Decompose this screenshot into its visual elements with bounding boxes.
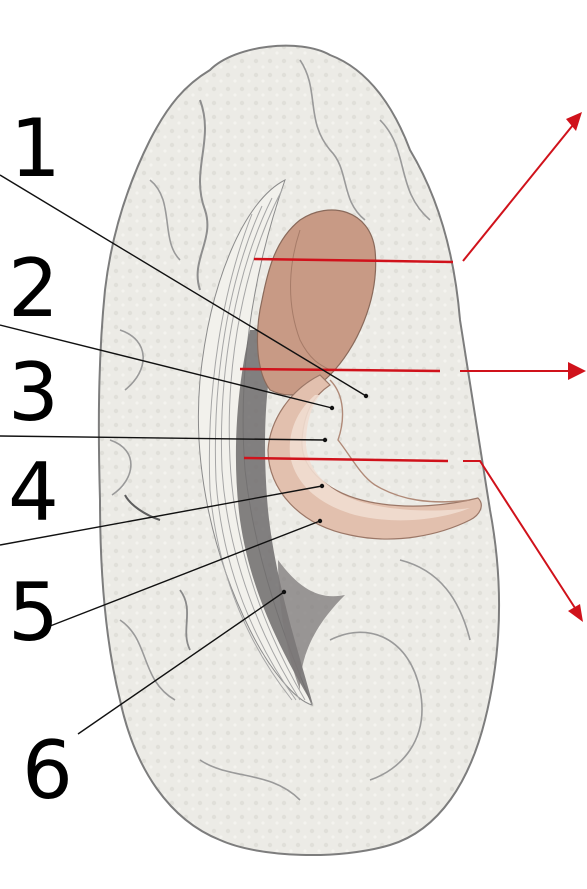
leader-line-5 — [44, 520, 321, 629]
leader-lines — [0, 174, 369, 735]
label-number-3: 3 — [8, 346, 59, 439]
section-line-lower — [243, 456, 449, 463]
leader-line-3 — [0, 435, 326, 441]
sulcus-line — [299, 59, 366, 221]
label-number-4: 4 — [8, 446, 59, 539]
arrow-up-right-icon — [566, 112, 582, 131]
sulcus-line — [329, 631, 423, 781]
section-line-upper — [253, 257, 454, 264]
leader-line-6 — [77, 591, 285, 735]
label-number-1: 1 — [10, 102, 61, 195]
sulcus-line — [199, 759, 301, 801]
sulcus-line — [119, 329, 144, 391]
label-number-5: 5 — [8, 566, 59, 659]
leader-line-1 — [0, 174, 367, 397]
sulcus-line — [399, 559, 471, 641]
label-number-6: 6 — [22, 724, 73, 817]
leader-line-4 — [0, 485, 323, 546]
section-arrows — [460, 112, 586, 622]
section-lines — [239, 257, 454, 463]
caudate-inner — [289, 395, 470, 521]
sulcus-line — [124, 494, 161, 521]
arrow-down-right-icon — [568, 604, 583, 622]
sulcus-line — [149, 179, 181, 261]
sulcus-line — [379, 119, 431, 221]
section-line-middle — [239, 367, 441, 373]
sulcus-line — [179, 589, 191, 651]
leader-line-2 — [0, 324, 333, 409]
sulcus-line — [119, 619, 176, 701]
label-number-2: 2 — [8, 242, 59, 335]
capsule-dark-band — [235, 330, 313, 705]
structure-labels: 1 2 3 4 5 6 — [8, 102, 73, 817]
sulcus-line — [196, 99, 209, 291]
caudate-nucleus — [267, 374, 482, 540]
sulcus-line — [109, 439, 132, 496]
arrow-right-icon — [568, 362, 586, 380]
